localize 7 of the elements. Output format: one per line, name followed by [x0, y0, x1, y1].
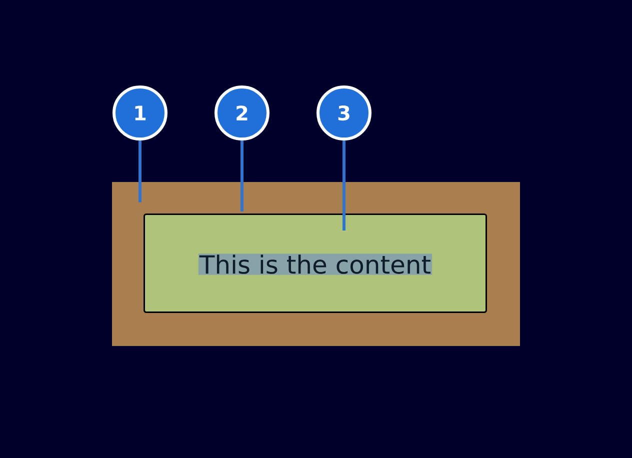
callout-number: 1 — [112, 86, 168, 140]
leader-line — [138, 140, 142, 202]
leader-line — [342, 140, 346, 230]
leader-line — [240, 140, 244, 212]
content-text: This is the content — [198, 254, 432, 275]
callout-number: 3 — [316, 86, 372, 140]
callout-number: 2 — [214, 86, 270, 140]
